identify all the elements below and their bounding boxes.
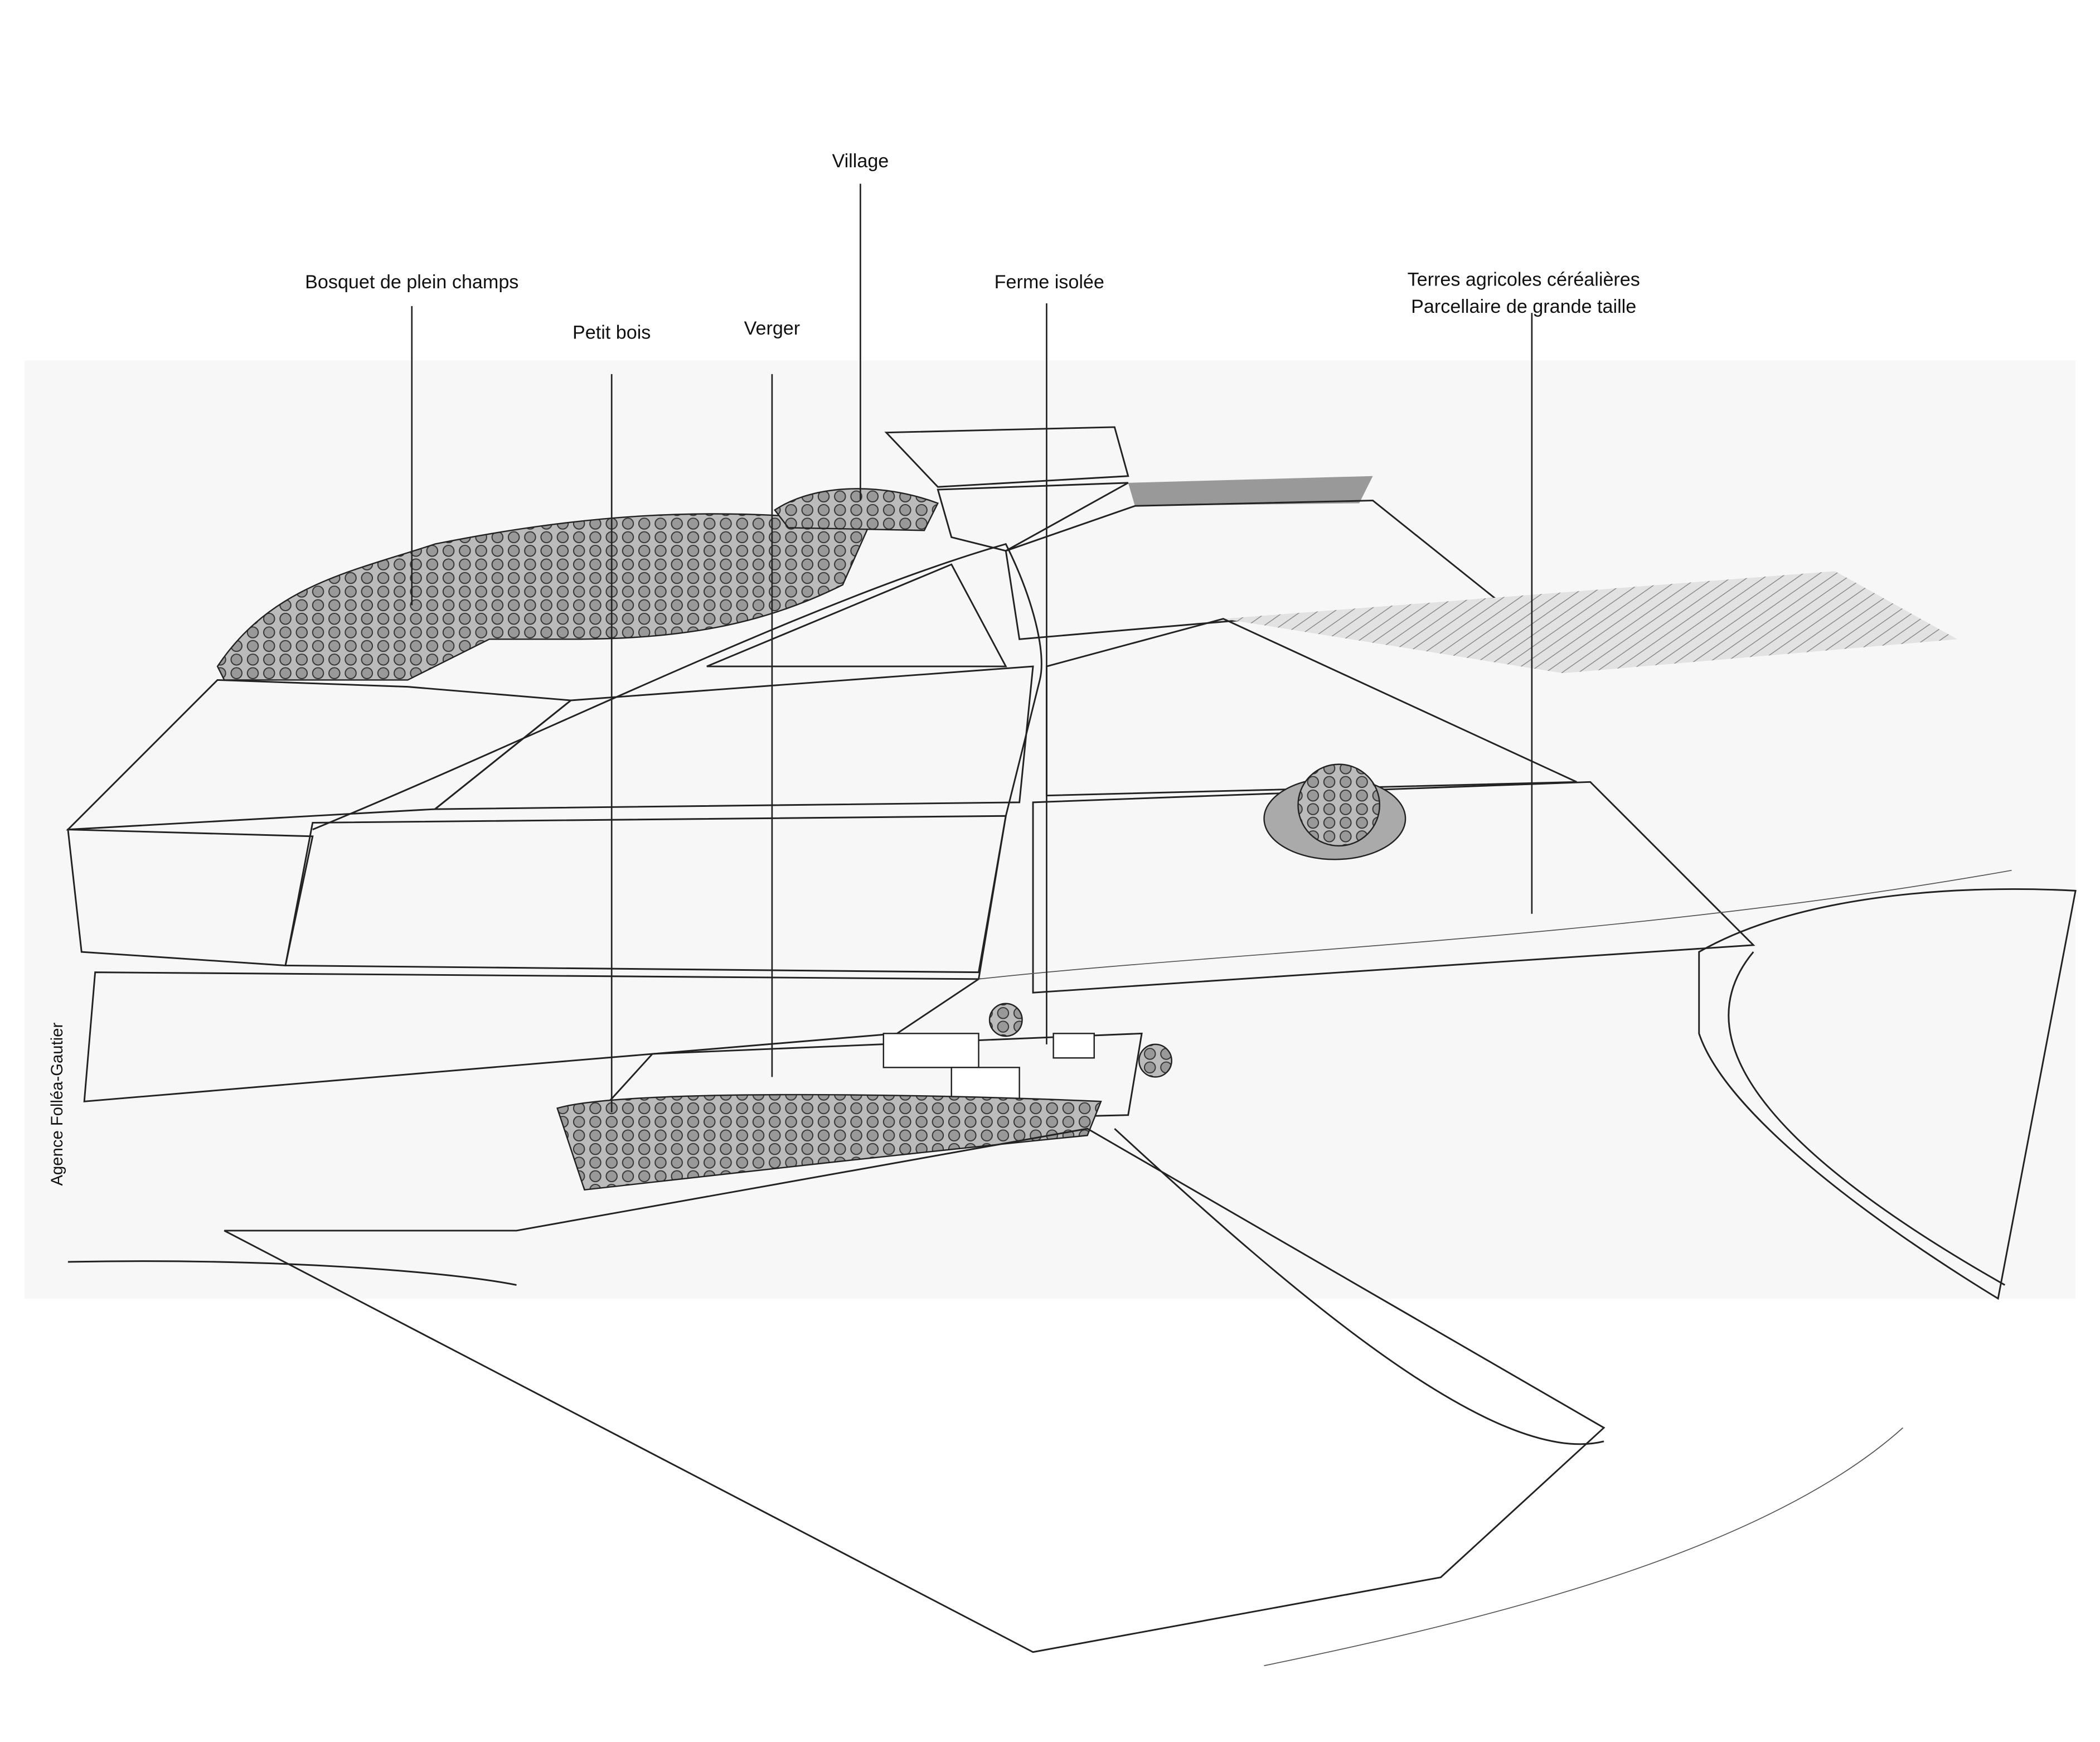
label-village: Village xyxy=(832,151,889,172)
foreground-field xyxy=(224,1128,1606,1653)
bosquet-woodland xyxy=(216,513,871,681)
label-ferme: Ferme isolée xyxy=(995,272,1104,293)
label-petit-bois: Petit bois xyxy=(573,322,651,343)
label-bosquet: Bosquet de plein champs xyxy=(305,272,518,293)
label-terres-line1: Terres agricoles céréalières xyxy=(1408,269,1640,290)
village-cluster xyxy=(774,488,939,531)
distant-fields xyxy=(706,426,1957,674)
sketch-backdrop xyxy=(24,360,2076,1299)
petit-bois-woodland xyxy=(556,1093,1102,1191)
credit-text: Agence Folléa-Gautier xyxy=(49,1023,66,1186)
label-terres-line2: Parcellaire de grande taille xyxy=(1411,296,1636,317)
label-verger: Verger xyxy=(744,318,801,339)
road xyxy=(312,543,1042,980)
